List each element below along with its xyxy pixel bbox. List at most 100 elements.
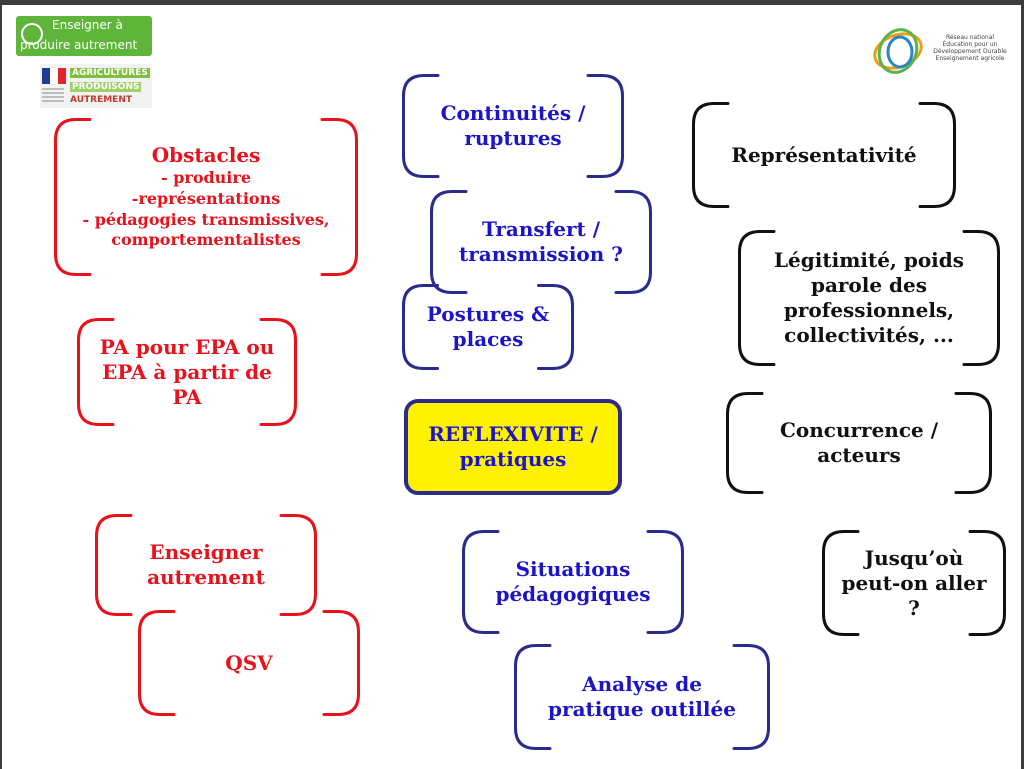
logo-green-banner: Enseigner à produire autrement [16, 16, 152, 56]
node-representativite: Représentativité [692, 102, 956, 208]
left-bracket [54, 118, 92, 276]
representativite-label: Représentativité [731, 142, 917, 167]
right-bracket [614, 190, 652, 294]
postures-line: Postures & [426, 302, 550, 326]
analyse-line: pratique outillée [548, 697, 736, 721]
right-bracket [918, 102, 956, 208]
obstacles-item: - pédagogies transmissives, [82, 209, 330, 229]
pa-epa-line: PA [172, 384, 202, 409]
right-bracket [646, 530, 684, 634]
bracket-border [77, 318, 297, 426]
right-bracket [954, 392, 992, 494]
qsv-label: QSV [225, 650, 273, 675]
node-analyse: Analyse de pratique outillée [514, 644, 770, 750]
continuites-line: Continuités / [440, 101, 586, 125]
pa-epa-line: PA pour EPA ou [99, 334, 275, 359]
bracket-border [95, 514, 317, 616]
node-transfert: Transfert / transmission ? [430, 190, 652, 294]
right-bracket [586, 74, 624, 178]
reseau-line-1: Réseau national [945, 34, 995, 41]
left-bracket [726, 392, 764, 494]
node-obstacles: Obstacles - produire -représentations - … [54, 118, 358, 276]
logo-line-2: produire autrement [20, 38, 138, 52]
continuites-line: ruptures [464, 126, 562, 150]
badge-icon [21, 23, 43, 45]
postures-line: places [452, 327, 524, 351]
node-continuites: Continuités / ruptures [402, 74, 624, 178]
reflexivite-highlight [404, 399, 622, 495]
bracket-border [54, 118, 358, 276]
reflexivite-line: REFLEXIVITE / [428, 422, 598, 446]
transfert-line: transmission ? [459, 242, 623, 266]
left-bracket [692, 102, 730, 208]
logo-line-1: Enseigner à [52, 18, 123, 32]
left-bracket [738, 230, 776, 366]
bracket-border [822, 530, 1006, 636]
legitimite-line: parole des [810, 273, 928, 297]
right-bracket [968, 530, 1006, 636]
agri-word-3: AUTREMENT [70, 95, 132, 105]
bracket-border [738, 230, 1000, 366]
enseigner-line: Enseigner [149, 540, 263, 564]
obstacles-title: Obstacles [151, 142, 261, 167]
node-pa-epa: PA pour EPA ou EPA à partir de PA [77, 318, 297, 426]
node-legitimite: Légitimité, poids parole des professionn… [738, 230, 1000, 366]
left-bracket [514, 644, 552, 750]
node-concurrence: Concurrence / acteurs [726, 392, 992, 494]
spiral-logo-icon [873, 28, 923, 74]
obstacles-item: - produire [160, 167, 251, 187]
left-bracket [430, 190, 468, 294]
situations-line: Situations [515, 557, 631, 581]
left-bracket [77, 318, 115, 426]
node-reflexivite: REFLEXIVITE / pratiques [404, 399, 622, 495]
right-bracket [279, 514, 317, 616]
node-jusquou: Jusqu’où peut-on aller ? [822, 530, 1006, 636]
reseau-edd-logo: Réseau national Éducation pour un Dévelo… [868, 22, 1008, 80]
left-bracket [822, 530, 860, 636]
left-bracket [402, 284, 439, 370]
left-bracket [462, 530, 500, 634]
republic-flag-icon [42, 68, 66, 84]
reseau-line-2: Éducation pour un [942, 41, 998, 48]
agri-word-1: AGRICULTURES [70, 68, 150, 78]
left-bracket [138, 610, 176, 716]
node-qsv: QSV [138, 610, 360, 716]
obstacles-item: -représentations [131, 188, 281, 208]
bracket-border [402, 284, 574, 370]
reseau-line-3: Développement Durable [933, 48, 1007, 55]
bracket-border [692, 102, 956, 208]
obstacles-item: comportementalistes [111, 230, 301, 250]
node-enseigner-autrement: Enseigner autrement [95, 514, 317, 616]
bracket-border [138, 610, 360, 716]
right-bracket [322, 610, 360, 716]
ministry-mark-icon [42, 88, 64, 104]
jusquou-line: peut-on aller [841, 570, 987, 595]
transfert-line: Transfert / [481, 217, 601, 241]
bracket-border [726, 392, 992, 494]
right-bracket [962, 230, 1000, 366]
pa-epa-line: EPA à partir de [102, 359, 272, 384]
agri-word-2: PRODUISONS [70, 82, 142, 92]
bracket-border [462, 530, 684, 634]
node-postures: Postures & places [402, 284, 574, 370]
reflexivite-line: pratiques [459, 447, 567, 471]
node-situations: Situations pédagogiques [462, 530, 684, 634]
left-bracket [402, 74, 440, 178]
legitimite-line: professionnels, [783, 298, 955, 322]
reseau-line-4: Enseignement agricole [935, 55, 1005, 62]
right-bracket [537, 284, 574, 370]
right-bracket [320, 118, 358, 276]
jusquou-line: ? [908, 595, 920, 620]
bracket-border [514, 644, 770, 750]
situations-line: pédagogiques [495, 582, 651, 606]
left-bracket [95, 514, 133, 616]
analyse-line: Analyse de [582, 672, 702, 696]
concurrence-line: acteurs [817, 443, 901, 467]
enseigner-line: autrement [147, 565, 265, 589]
legitimite-line: Légitimité, poids [773, 248, 965, 272]
right-bracket [732, 644, 770, 750]
concurrence-line: Concurrence / [779, 418, 939, 442]
bracket-border [430, 190, 652, 294]
jusquou-line: Jusqu’où [864, 545, 964, 570]
